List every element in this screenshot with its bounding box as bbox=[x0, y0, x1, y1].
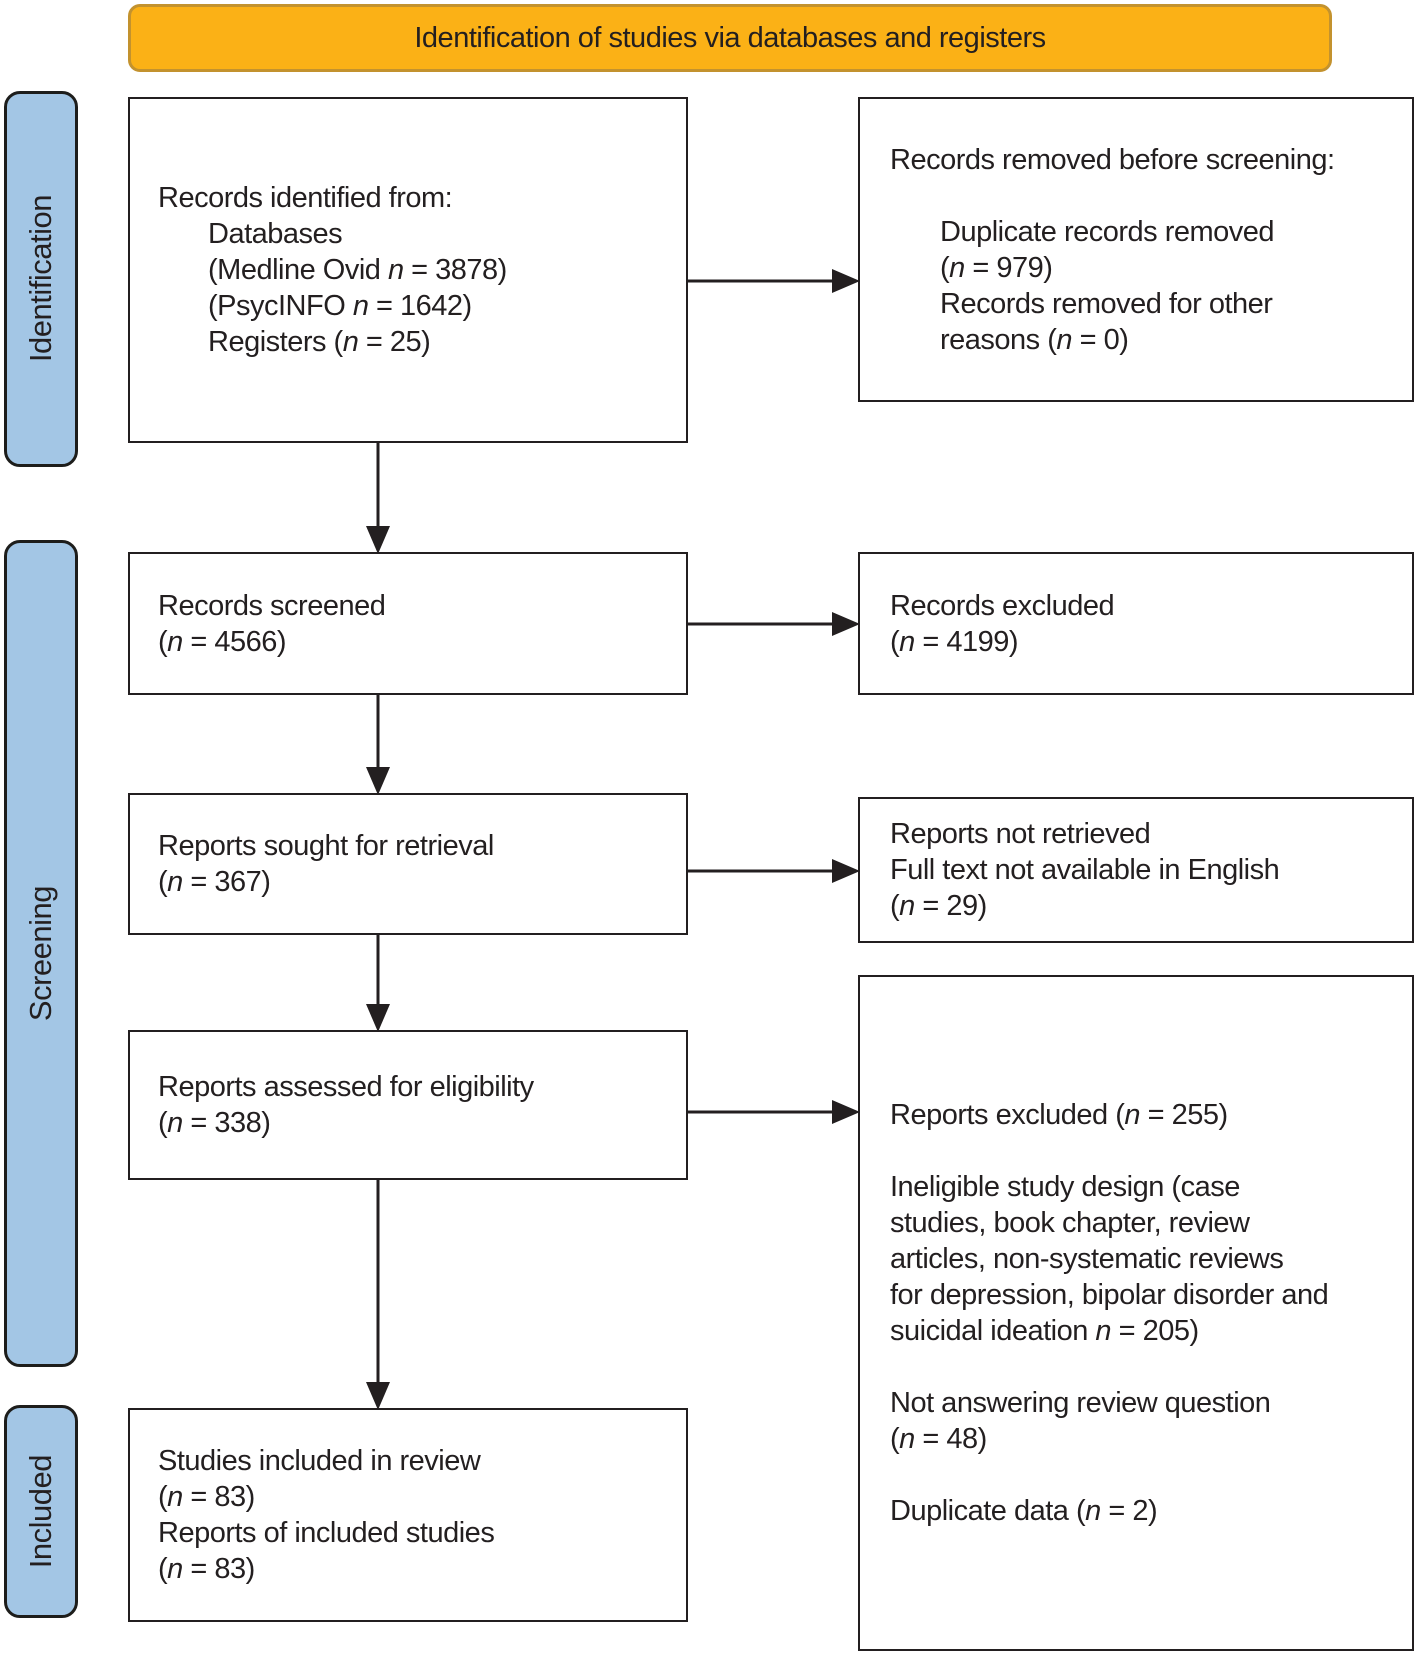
arrow-down-icon bbox=[366, 1180, 390, 1410]
text-line: Reports of included studies bbox=[158, 1517, 495, 1549]
arrow-down-icon bbox=[366, 443, 390, 554]
arrow-right-icon bbox=[688, 612, 860, 636]
banner: Identification of studies via databases … bbox=[128, 4, 1332, 72]
stage-label-identification: Identification bbox=[23, 195, 58, 363]
text-line: (PsycINFO n = 1642) bbox=[208, 290, 472, 322]
box-studies-included-in-review: Studies included in review (n = 83) Report… bbox=[128, 1408, 688, 1622]
text-line: (n = 4566) bbox=[158, 625, 287, 658]
text-line: Registers (n = 25) bbox=[208, 326, 431, 358]
banner-title: Identification of studies via databases … bbox=[414, 21, 1046, 54]
box-records-removed-before-screening: Records removed before screening: Duplica… bbox=[858, 97, 1414, 402]
text-line: Duplicate records removed bbox=[940, 215, 1275, 248]
text-line: Reports not retrieved bbox=[890, 818, 1151, 850]
text-line: Records identified from: bbox=[158, 182, 453, 214]
text-line: (n = 83) bbox=[158, 1553, 255, 1585]
box-records-identified: Records identified from: Databases (Medlin… bbox=[128, 97, 688, 443]
text-line: Records removed for other bbox=[940, 287, 1273, 320]
stage-included: Included bbox=[4, 1405, 78, 1618]
blank-line bbox=[890, 178, 1386, 214]
box-reports-excluded: Reports excluded (n = 255) Ineligible stu… bbox=[858, 975, 1414, 1651]
stage-label-screening: Screening bbox=[23, 885, 58, 1022]
arrow-down-icon bbox=[366, 695, 390, 795]
stage-screening: Screening bbox=[4, 540, 78, 1367]
text-line: (Medline Ovid n = 3878) bbox=[208, 254, 507, 286]
text-line: Full text not available in English bbox=[890, 854, 1280, 886]
text-line: (n = 4199) bbox=[890, 625, 1019, 658]
box-reports-assessed-for-eligibility: Reports assessed for eligibility (n = 338… bbox=[128, 1030, 688, 1180]
arrow-right-icon bbox=[688, 1100, 860, 1124]
blank-line bbox=[890, 1349, 1386, 1385]
text-line: Records removed before screening: bbox=[890, 143, 1335, 176]
text-line: Databases bbox=[208, 218, 343, 250]
text-line: Reports assessed for eligibility bbox=[158, 1071, 534, 1103]
text-line: (n = 979) bbox=[940, 251, 1053, 284]
text-line: (n = 367) bbox=[158, 866, 271, 898]
text-line: Not answering review question bbox=[890, 1387, 1271, 1419]
text-line: suicidal ideation n = 205) bbox=[890, 1315, 1199, 1347]
text-line: Ineligible study design (case bbox=[890, 1171, 1240, 1203]
text-line: (n = 48) bbox=[890, 1423, 987, 1455]
text-line: reasons (n = 0) bbox=[940, 323, 1129, 356]
text-line: Reports excluded (n = 255) bbox=[890, 1099, 1228, 1131]
text-line: Studies included in review bbox=[158, 1445, 481, 1477]
stage-identification: Identification bbox=[4, 91, 78, 467]
text-line: for depression, bipolar disorder and bbox=[890, 1279, 1329, 1311]
text-line: Reports sought for retrieval bbox=[158, 830, 494, 862]
arrow-down-icon bbox=[366, 935, 390, 1032]
text-line: (n = 338) bbox=[158, 1107, 271, 1139]
stage-label-included: Included bbox=[23, 1454, 58, 1569]
arrow-right-icon bbox=[688, 269, 860, 293]
box-records-excluded: Records excluded(n = 4199) bbox=[858, 552, 1414, 695]
text-line: articles, non-systematic reviews bbox=[890, 1243, 1284, 1275]
text-line: Duplicate data (n = 2) bbox=[890, 1495, 1158, 1527]
blank-line bbox=[890, 1457, 1386, 1493]
arrow-right-icon bbox=[688, 859, 860, 883]
box-reports-sought-for-retrieval: Reports sought for retrieval (n = 367) bbox=[128, 793, 688, 935]
text-line: Records screened bbox=[158, 589, 386, 622]
blank-line bbox=[890, 1133, 1386, 1169]
text-line: Records excluded bbox=[890, 589, 1115, 622]
text-line: (n = 29) bbox=[890, 890, 987, 922]
text-line: studies, book chapter, review bbox=[890, 1207, 1250, 1239]
text-line: (n = 83) bbox=[158, 1481, 255, 1513]
box-records-screened: Records screened(n = 4566) bbox=[128, 552, 688, 695]
